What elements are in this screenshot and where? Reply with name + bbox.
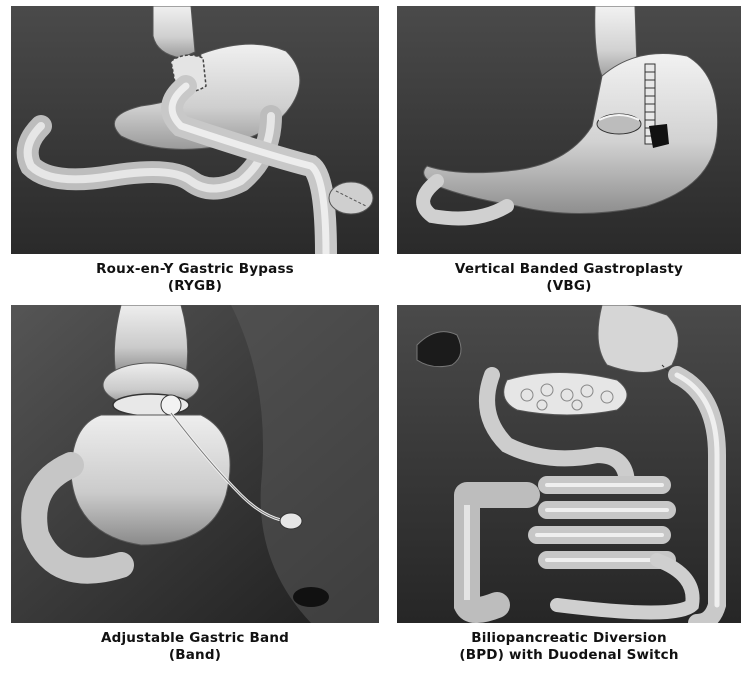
panel-band-illustration (11, 305, 379, 623)
caption-bpd: Biliopancreatic Diversion (BPD) with Duo… (397, 630, 741, 664)
rygb-illustration (11, 6, 379, 254)
caption-band-line1: Adjustable Gastric Band (11, 630, 379, 647)
caption-rygb: Roux-en-Y Gastric Bypass (RYGB) (11, 261, 379, 295)
caption-rygb-line2: (RYGB) (11, 278, 379, 295)
caption-rygb-line1: Roux-en-Y Gastric Bypass (11, 261, 379, 278)
vbg-illustration (397, 6, 741, 254)
panel-vbg-illustration (397, 6, 741, 254)
caption-band: Adjustable Gastric Band (Band) (11, 630, 379, 664)
caption-vbg-line1: Vertical Banded Gastroplasty (397, 261, 741, 278)
caption-band-line2: (Band) (11, 647, 379, 664)
band-illustration (11, 305, 379, 623)
panel-rygb-illustration (11, 6, 379, 254)
caption-bpd-line1: Biliopancreatic Diversion (397, 630, 741, 647)
caption-bpd-line2: (BPD) with Duodenal Switch (397, 647, 741, 664)
caption-vbg-line2: (VBG) (397, 278, 741, 295)
caption-vbg: Vertical Banded Gastroplasty (VBG) (397, 261, 741, 295)
bpd-illustration (397, 305, 741, 623)
panel-bpd-illustration (397, 305, 741, 623)
